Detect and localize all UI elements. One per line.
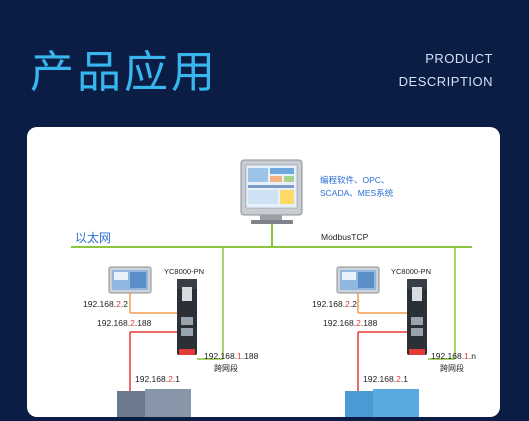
left-gateway-icon xyxy=(177,279,197,355)
ethernet-label: 以太网 xyxy=(75,230,111,245)
right-device-name: YC8000-PN xyxy=(391,267,431,276)
right-hmi-icon xyxy=(336,266,380,294)
left-gateway-ip: 192.168.2.188 xyxy=(97,318,152,328)
right-cross-label: 跨网段 xyxy=(440,363,464,373)
pc-label-line2: SCADA、MES系统 xyxy=(320,188,394,198)
left-device-name: YC8000-PN xyxy=(164,267,204,276)
page-title: 产品应用 xyxy=(30,47,218,98)
subtitle-description: DESCRIPTION xyxy=(398,74,493,89)
right-gateway-ip: 192.168.2.188 xyxy=(323,318,378,328)
pc-monitor-icon xyxy=(240,159,303,224)
left-plc-ip: 192.168.2.1 xyxy=(135,374,180,384)
left-hmi-icon xyxy=(108,266,152,294)
diagram-card: 编程软件、OPC、 SCADA、MES系统 以太网 ModbusTCP YC80… xyxy=(27,127,500,417)
subtitle-product: PRODUCT xyxy=(425,51,493,66)
right-plc-ip: 192.168.2.1 xyxy=(363,374,408,384)
right-gateway-icon xyxy=(407,279,427,355)
left-hmi-ip: 192.168.2.2 xyxy=(83,299,128,309)
left-plc-icon xyxy=(117,389,191,417)
pc-label-line1: 编程软件、OPC、 xyxy=(320,175,389,185)
right-plc-icon xyxy=(345,389,419,417)
protocol-label: ModbusTCP xyxy=(321,232,369,242)
left-uplink-ip: 192.168.1.188 xyxy=(204,351,259,361)
network-diagram: 编程软件、OPC、 SCADA、MES系统 以太网 ModbusTCP YC80… xyxy=(71,159,476,417)
right-hmi-ip: 192.168.2.2 xyxy=(312,299,357,309)
left-cross-label: 跨网段 xyxy=(214,363,238,373)
right-uplink-ip: 192.168.1.n xyxy=(431,351,476,361)
